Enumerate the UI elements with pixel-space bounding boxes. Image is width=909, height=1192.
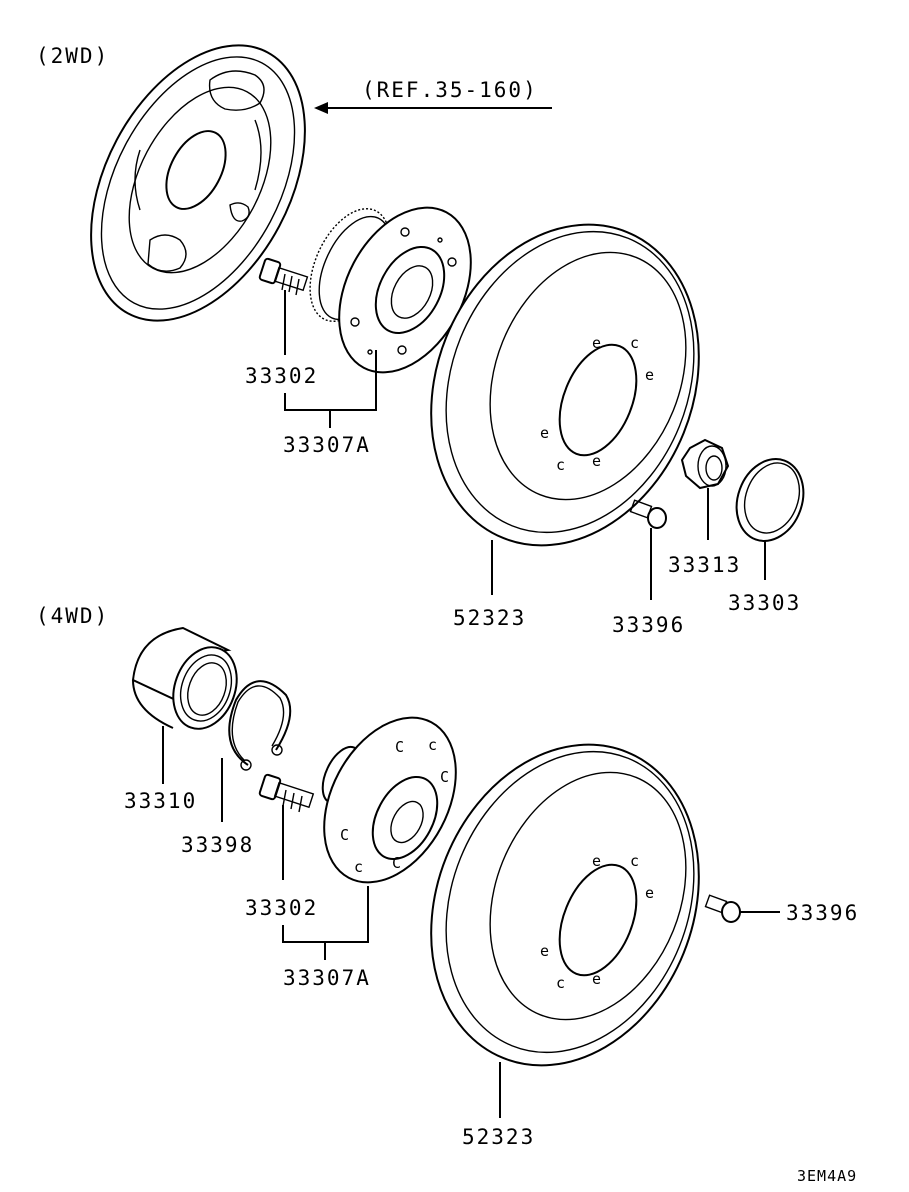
label-2wd-hub-bolt: 33302	[245, 364, 318, 388]
label-4wd-bearing: 33310	[124, 789, 197, 813]
drum-screw-4wd	[704, 894, 741, 923]
reference-arrowhead	[314, 102, 328, 114]
svg-text:c: c	[630, 334, 640, 352]
svg-text:C: C	[440, 768, 450, 786]
label-4wd-drum-screw: 33396	[786, 901, 859, 925]
brake-backing-plate	[90, 44, 306, 322]
hub-assembly-flange-4wd: C c C C c C	[321, 716, 457, 884]
hub-nut	[680, 438, 730, 490]
label-2wd-drum-screw: 33396	[612, 613, 685, 637]
label-4wd-brake-drum: 52323	[462, 1125, 535, 1149]
svg-text:c: c	[556, 456, 566, 474]
svg-text:C: C	[392, 854, 402, 872]
label-2wd-hub-nut: 33313	[668, 553, 741, 577]
svg-text:e: e	[592, 852, 602, 870]
svg-text:e: e	[645, 884, 655, 902]
section-label-4wd: (4WD)	[36, 604, 109, 628]
svg-text:c: c	[630, 852, 640, 870]
svg-text:e: e	[540, 424, 550, 442]
reference-label: (REF.35-160)	[362, 78, 538, 102]
label-4wd-hub-assembly: 33307A	[283, 966, 371, 990]
snap-ring	[228, 680, 292, 771]
label-4wd-hub-bolt: 33302	[245, 896, 318, 920]
svg-text:c: c	[428, 736, 438, 754]
svg-text:C: C	[340, 826, 350, 844]
wheel-bearing	[131, 626, 238, 730]
svg-text:e: e	[540, 942, 550, 960]
drum-screw-2wd	[629, 499, 667, 529]
hub-bolt	[258, 257, 309, 296]
brake-drum-4wd: e c e e c e	[430, 743, 700, 1067]
svg-text:e: e	[592, 452, 602, 470]
section-label-2wd: (2WD)	[36, 44, 109, 68]
svg-text:e: e	[592, 334, 602, 352]
svg-text:C: C	[395, 738, 405, 756]
hub-bolt-4wd	[258, 773, 315, 813]
svg-text:e: e	[592, 970, 602, 988]
label-2wd-brake-drum: 52323	[453, 606, 526, 630]
label-2wd-hub-assembly: 33307A	[283, 433, 371, 457]
svg-text:e: e	[645, 366, 655, 384]
label-4wd-snap-ring: 33398	[181, 833, 254, 857]
hub-assembly-flange	[309, 206, 472, 374]
label-2wd-hub-cap: 33303	[728, 591, 801, 615]
svg-text:c: c	[354, 858, 364, 876]
hub-cap	[735, 458, 805, 542]
diagram-code: 3EM4A9	[797, 1167, 857, 1185]
brake-drum-2wd: e c e e c e	[430, 223, 700, 547]
svg-text:c: c	[556, 974, 566, 992]
